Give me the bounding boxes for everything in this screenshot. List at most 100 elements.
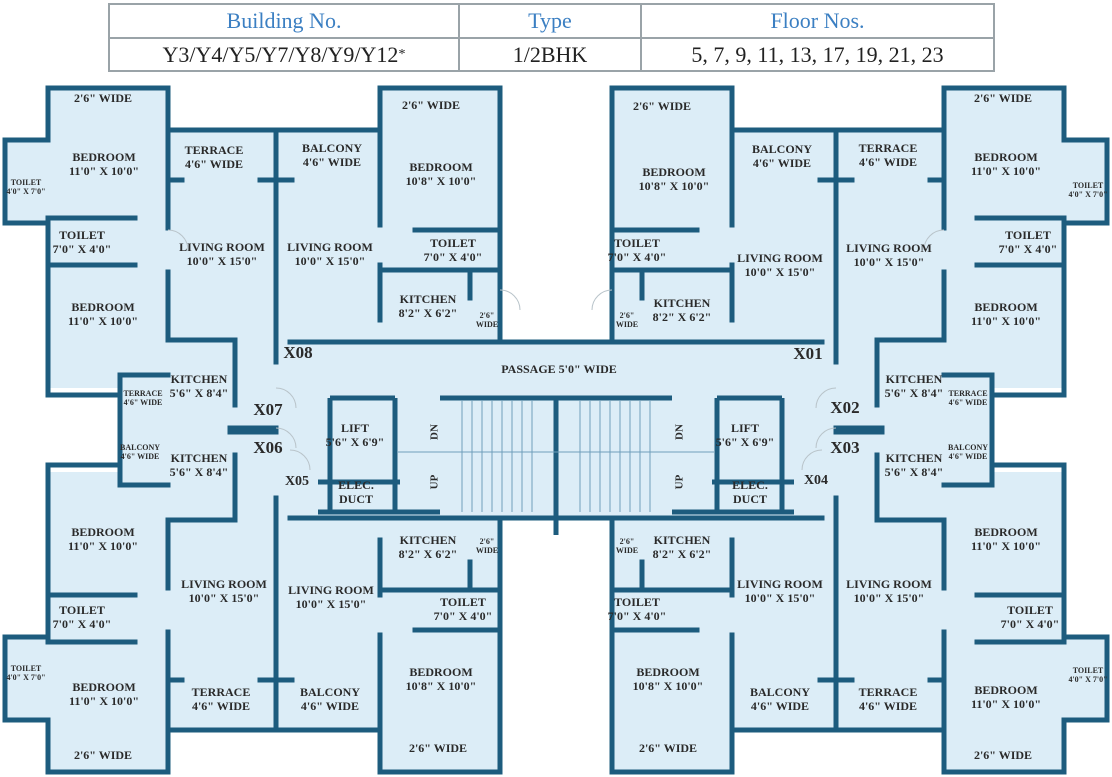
room-name: 2'6" WIDE (973, 748, 1033, 763)
room-size: 4'0" X 7'0" (6, 187, 46, 196)
room-name: TOILET (614, 595, 660, 610)
room-name: BEDROOM (72, 680, 136, 695)
room-name: BEDROOM (642, 165, 706, 180)
room-size: 5'6" X 8'4" (884, 465, 944, 479)
room-name: LIVING ROOM (737, 577, 823, 592)
room-name: 2'6" (479, 310, 495, 320)
room-name: LIVING ROOM (846, 241, 932, 256)
room-name: TOILET (614, 236, 660, 251)
room-name: LIFT (730, 421, 760, 436)
room-name: TOILET (59, 228, 105, 243)
room-name: LIVING ROOM (288, 583, 374, 598)
room-size: WIDE (615, 546, 639, 555)
room-name: 2'6" (619, 536, 635, 546)
room-name: BALCONY (299, 685, 361, 700)
room-label: 2'6" WIDE (973, 748, 1033, 763)
room-name: UP (673, 474, 686, 490)
room-size: 10'8" X 10'0" (638, 179, 710, 193)
building-numbers: Y3/Y4/Y5/Y7/Y8/Y9/Y12 (162, 42, 399, 67)
table-divider (640, 5, 642, 70)
door-swing (801, 449, 823, 471)
floor-area (612, 520, 732, 772)
floor-area (1064, 637, 1107, 720)
floor-area (5, 637, 48, 720)
cell-type: 1/2BHK (512, 42, 588, 67)
room-name: LIVING ROOM (287, 240, 373, 255)
room-name: TOILET (440, 595, 486, 610)
room-name: LIVING ROOM (846, 577, 932, 592)
room-name: 2'6" WIDE (73, 91, 133, 106)
room-size: 7'0" X 4'0" (998, 242, 1058, 256)
room-name: TOILET (10, 663, 42, 673)
room-size: 7'0" X 4'0" (607, 250, 667, 264)
room-name: KITCHEN (399, 292, 457, 307)
room-size: 11'0" X 10'0" (68, 539, 138, 553)
room-size: 10'0" X 15'0" (853, 591, 925, 605)
floor-area (120, 340, 276, 430)
unit-label-x03: X03 (830, 438, 860, 458)
room-name: TOILET (1072, 180, 1104, 190)
room-name: BEDROOM (974, 300, 1038, 315)
room-label: 2'6" WIDE (409, 741, 467, 756)
room-size: 10'0" X 15'0" (186, 254, 258, 268)
room-name: TERRACE (191, 685, 251, 700)
room-name: BALCONY (749, 685, 811, 700)
unit-label-x08: X08 (283, 343, 313, 363)
room-size: 11'0" X 10'0" (971, 314, 1041, 328)
room-name: LIVING ROOM (737, 251, 823, 266)
floor-area (836, 430, 992, 520)
room-label: 2'6" WIDE (639, 741, 697, 756)
room-name: PASSAGE 5'0" WIDE (501, 362, 617, 377)
room-label: 2'6" WIDE (633, 99, 691, 114)
room-size: 11'0" X 10'0" (68, 314, 138, 328)
room-name: TOILET (1072, 665, 1104, 675)
door-swing (275, 427, 297, 449)
room-size: 4'6" WIDE (750, 699, 810, 713)
room-size: 10'0" X 15'0" (188, 591, 260, 605)
table-divider (110, 37, 993, 39)
room-size: 11'0" X 10'0" (971, 697, 1041, 711)
room-size: 4'6" WIDE (300, 699, 360, 713)
door-swing (815, 427, 837, 449)
unit-label-x07: X07 (253, 400, 283, 420)
room-label: UP (429, 475, 442, 490)
room-size: 5'6" X 6'9" (715, 435, 775, 449)
room-size: 4'0" X 7'0" (6, 673, 46, 682)
room-name: KITCHEN (653, 296, 711, 311)
room-name: ELEC. (732, 478, 768, 493)
room-label: DN (429, 424, 442, 440)
floor-area (836, 340, 992, 430)
room-name: TERRACE (858, 141, 918, 156)
room-size: 10'0" X 15'0" (295, 597, 367, 611)
room-name: KITCHEN (885, 451, 943, 466)
unit-label-x02: X02 (830, 398, 860, 418)
room-size: DUCT (732, 492, 767, 506)
unit-label-x05: X05 (284, 473, 310, 489)
room-name: 2'6" WIDE (73, 748, 133, 763)
room-name: ELEC. (338, 478, 374, 493)
room-size: 7'0" X 4'0" (52, 242, 112, 256)
